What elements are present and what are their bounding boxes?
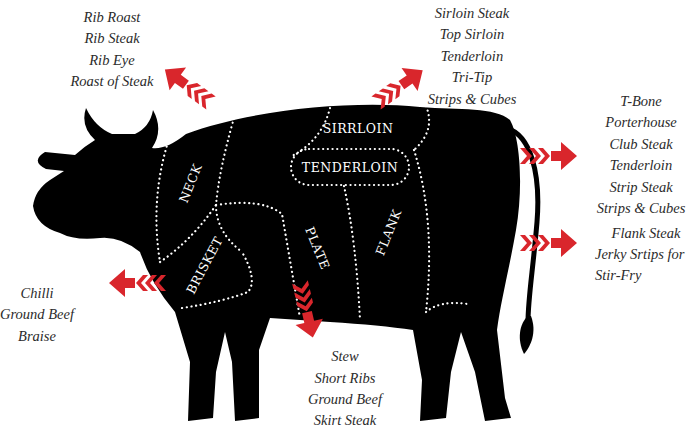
cut-label: Rib Eye xyxy=(42,50,182,71)
pointer-arrow xyxy=(286,279,326,341)
cut-label: Tenderloin xyxy=(402,46,542,67)
cow-tail-tuft xyxy=(520,316,534,354)
cut-label: Jerky Srtips for Stir-Fry xyxy=(595,244,700,286)
cut-region: TENDERLOIN xyxy=(290,148,410,186)
cut-label: Flank Steak xyxy=(576,223,700,244)
cut-label: T-Bone xyxy=(571,91,700,112)
cut-label: Short Ribs xyxy=(275,368,415,389)
cut-label: Club Steak xyxy=(571,134,700,155)
cut-label: Braise xyxy=(0,326,107,347)
cut-label: Skirt Steak xyxy=(275,410,415,428)
cut-label: Strips & Cubes xyxy=(402,89,542,110)
cut-label: Strips & Cubes xyxy=(571,198,700,219)
cut-boundary xyxy=(414,106,429,150)
cut-region: SIRRLOIN xyxy=(310,118,406,138)
pointer-arrow xyxy=(520,142,577,170)
cut-label: Roast of Steak xyxy=(42,71,182,92)
cut-label: Sirloin Steak xyxy=(402,3,542,24)
cut-boundary xyxy=(216,118,242,252)
cut-boundary xyxy=(414,150,429,312)
pointer-arrows xyxy=(109,58,577,341)
cut-label: Ground Beef xyxy=(275,389,415,410)
cut-boundary xyxy=(156,142,168,262)
pointer-arrow xyxy=(368,59,431,115)
cut-boundary xyxy=(216,203,300,318)
cut-label: Tenderloin xyxy=(571,155,700,176)
cut-label: Porterhouse xyxy=(571,112,700,133)
region-name: TENDERLOIN xyxy=(302,160,398,175)
pointer-arrow xyxy=(157,58,220,114)
region-name: SIRRLOIN xyxy=(323,121,394,136)
cut-boundary xyxy=(344,186,360,320)
cut-label: Strip Steak xyxy=(571,177,700,198)
cow-silhouette xyxy=(33,105,520,421)
cut-label: Chilli xyxy=(0,283,107,304)
pointer-arrow xyxy=(109,269,166,297)
cut-boundary xyxy=(426,303,468,312)
pointer-arrow xyxy=(520,229,577,257)
cut-boundaries xyxy=(156,106,468,320)
region-outline-shape xyxy=(291,149,409,185)
cut-label: Rib Roast xyxy=(42,7,182,28)
cut-label: Stew xyxy=(275,346,415,367)
cut-label: Rib Steak xyxy=(42,28,182,49)
cut-label: Tri-Tip xyxy=(402,67,542,88)
cut-label: Top Sirloin xyxy=(402,24,542,45)
cut-label: Ground Beef xyxy=(0,304,107,325)
